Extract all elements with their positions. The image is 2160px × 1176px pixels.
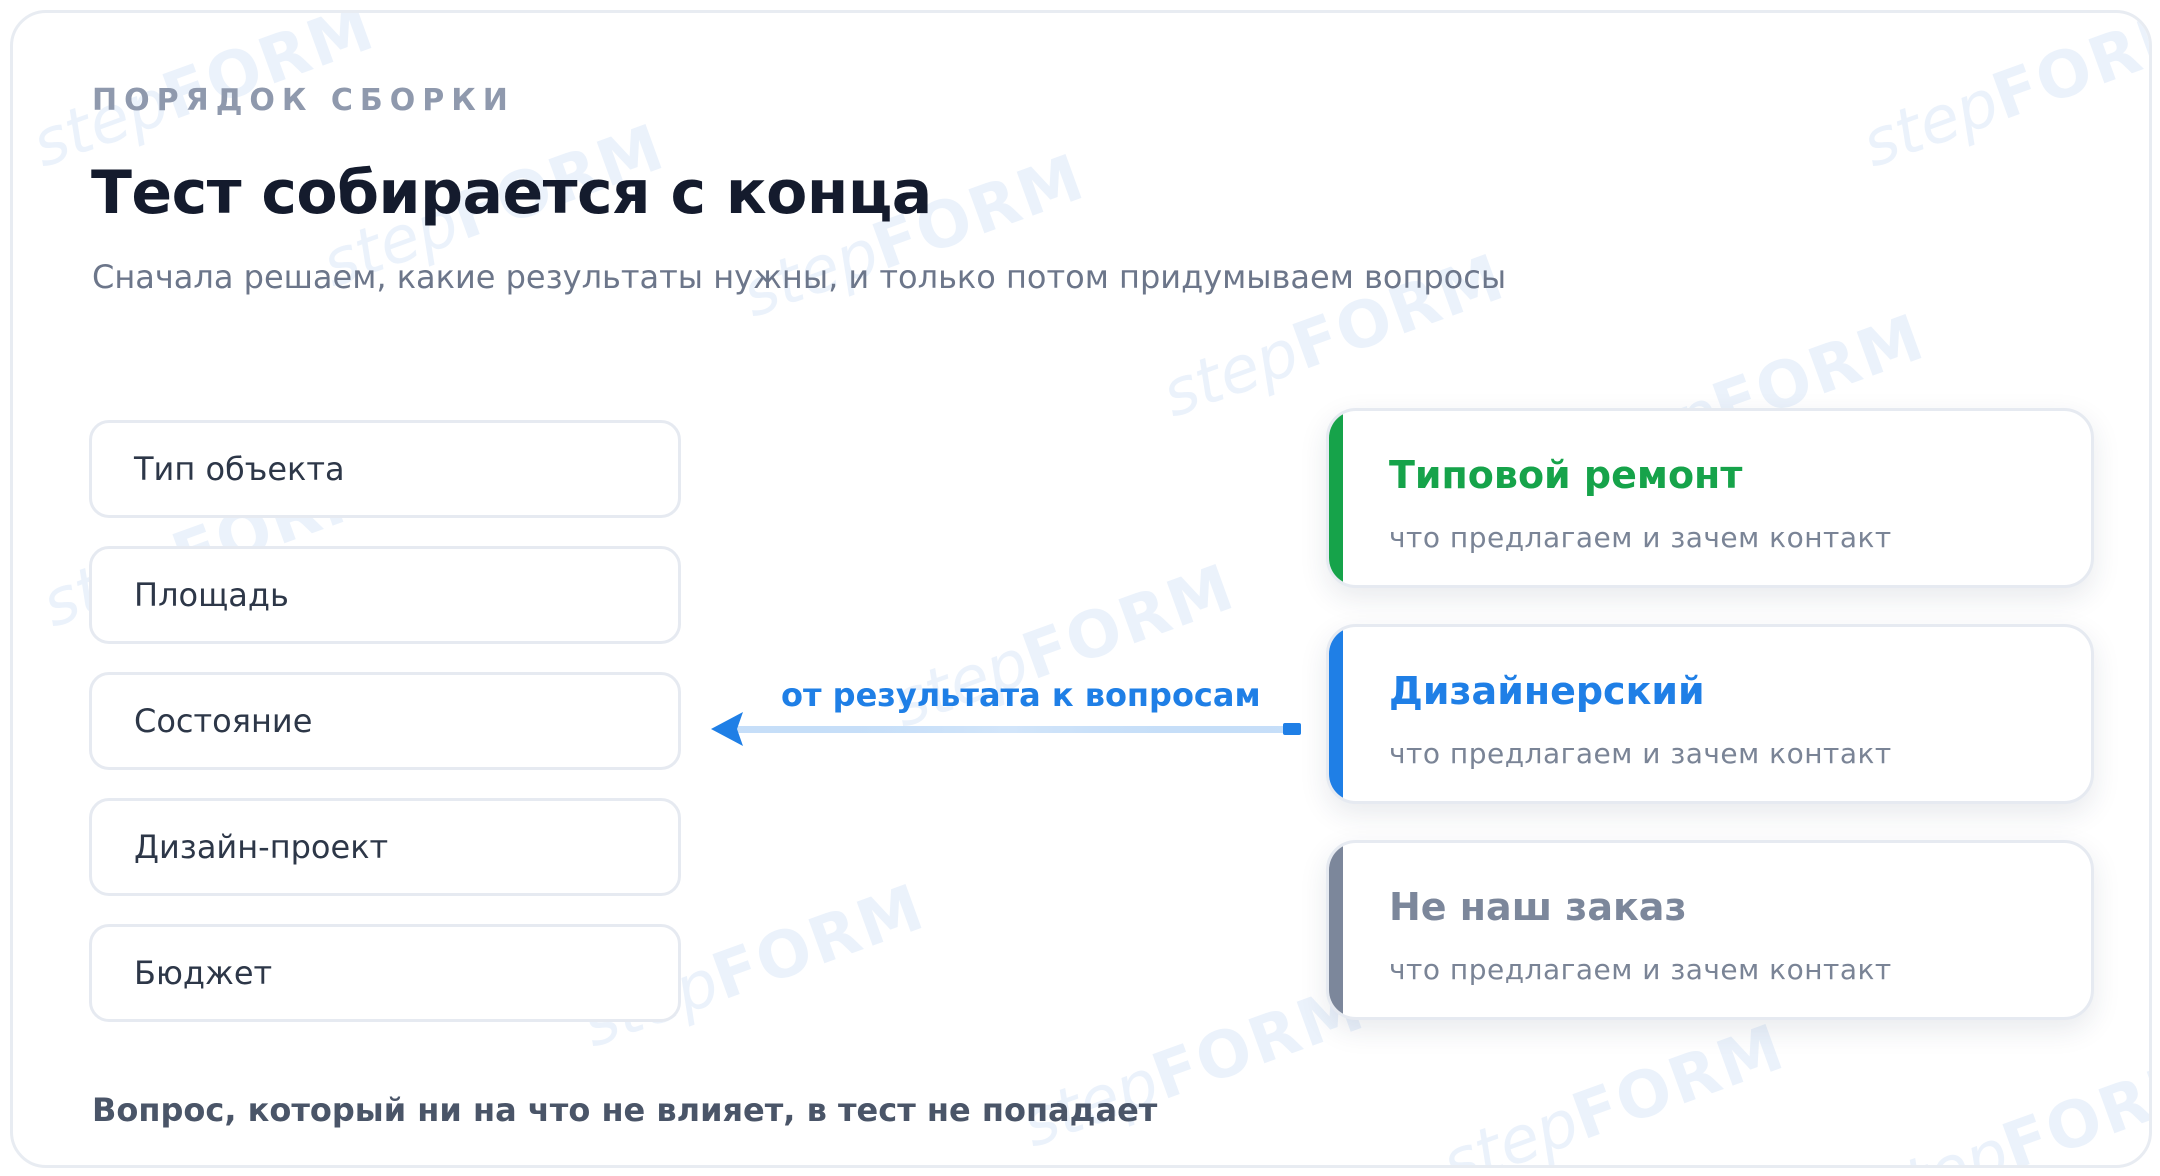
connector-label: от результата к вопросам xyxy=(781,676,1261,714)
result-accent-bar xyxy=(1329,411,1343,585)
result-title: Не наш заказ xyxy=(1389,885,1687,929)
result-title: Дизайнерский xyxy=(1389,669,1705,713)
result-accent-bar xyxy=(1329,843,1343,1017)
page-title: Тест собирается с конца xyxy=(91,158,932,228)
result-description: что предлагаем и зачем контакт xyxy=(1389,737,1892,770)
question-item: Площадь xyxy=(89,546,681,644)
page-subtitle: Сначала решаем, какие результаты нужны, … xyxy=(92,258,1507,296)
result-card: Дизайнерский что предлагаем и зачем конт… xyxy=(1326,624,2094,804)
slide-frame: stepFORM stepFORM stepFORM stepFORM step… xyxy=(10,10,2152,1168)
result-title: Типовой ремонт xyxy=(1389,453,1743,497)
question-item: Тип объекта xyxy=(89,420,681,518)
connector-arrow xyxy=(711,712,1301,746)
footer-note: Вопрос, который ни на что не влияет, в т… xyxy=(92,1091,1158,1129)
result-description: что предлагаем и зачем контакт xyxy=(1389,953,1892,986)
result-list: Типовой ремонт что предлагаем и зачем ко… xyxy=(1326,408,2094,1056)
arrowhead-icon xyxy=(711,712,743,746)
result-card: Типовой ремонт что предлагаем и зачем ко… xyxy=(1326,408,2094,588)
watermark: stepFORM xyxy=(1863,1040,2152,1168)
result-accent-bar xyxy=(1329,627,1343,801)
result-description: что предлагаем и зачем контакт xyxy=(1389,521,1892,554)
watermark: stepFORM xyxy=(1853,10,2152,183)
question-item: Состояние xyxy=(89,672,681,770)
question-item: Дизайн-проект xyxy=(89,798,681,896)
question-item: Бюджет xyxy=(89,924,681,1022)
result-card: Не наш заказ что предлагаем и зачем конт… xyxy=(1326,840,2094,1020)
question-list: Тип объекта Площадь Состояние Дизайн-про… xyxy=(89,420,681,1050)
section-eyebrow: ПОРЯДОК СБОРКИ xyxy=(92,83,515,118)
watermark: stepFORM xyxy=(1013,970,1375,1163)
